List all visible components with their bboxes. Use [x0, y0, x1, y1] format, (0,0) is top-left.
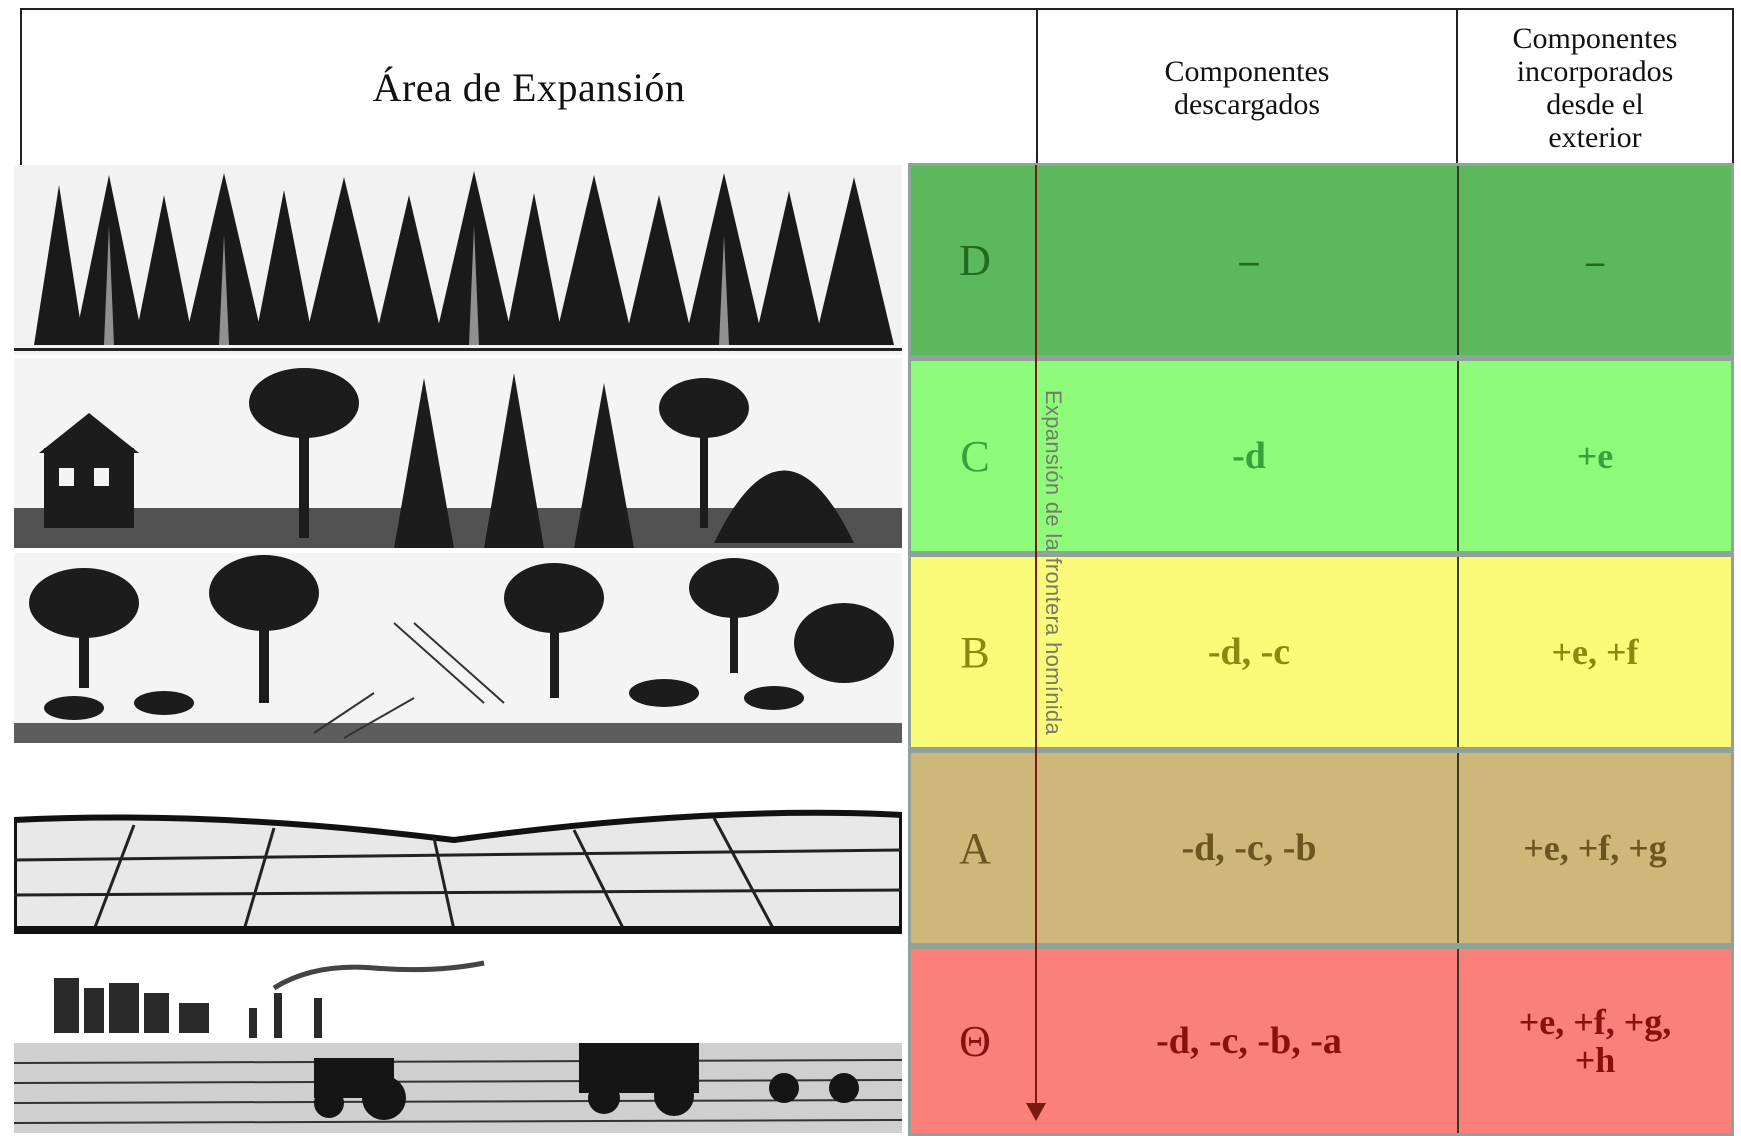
row-theta-discarded: -d, -c, -b, -a [1156, 1020, 1342, 1062]
row-d: D – – [908, 163, 1734, 358]
area-header: Área de Expansión [20, 8, 1038, 165]
arrow-down-icon [1026, 1103, 1046, 1121]
incorporated-header-label: Componentes incorporados desde el exteri… [1512, 21, 1678, 154]
column-divider [1457, 557, 1459, 747]
incorporated-header: Componentes incorporados desde el exteri… [1456, 8, 1734, 165]
row-b-letter: B [960, 627, 990, 677]
row-a-letter: A [959, 823, 991, 873]
expansion-arrow-label: Expansión de la frontera homínida [1041, 390, 1066, 736]
row-theta-letter: Θ [959, 1016, 991, 1066]
row-d-discarded: – [1239, 239, 1259, 282]
row-d-letter: D [959, 236, 991, 285]
area-header-label: Área de Expansión [372, 65, 686, 110]
fields-panel [14, 750, 902, 940]
row-b-discarded: -d, -c [1207, 631, 1291, 673]
row-a-incorporated: +e, +f, +g [1523, 828, 1667, 868]
column-divider [1457, 361, 1459, 551]
pasture-panel [14, 553, 902, 743]
row-b: B -d, -c +e, +f [908, 554, 1734, 750]
discarded-header: Componentes descargados [1036, 8, 1458, 165]
row-c: C -d +e [908, 358, 1734, 554]
row-c-incorporated: +e [1576, 436, 1614, 476]
column-divider [1457, 949, 1459, 1133]
discarded-header-label: Componentes descargados [1164, 54, 1330, 121]
row-b-incorporated: +e, +f [1551, 632, 1639, 672]
row-a-discarded: -d, -c, -b [1181, 827, 1317, 869]
row-c-discarded: -d [1232, 435, 1266, 477]
column-divider [1457, 753, 1459, 943]
row-d-incorporated: – [1586, 240, 1604, 281]
column-divider [1457, 166, 1459, 355]
row-a: A -d, -c, -b +e, +f, +g [908, 750, 1734, 946]
row-theta-incorporated: +e, +f, +g, +h [1518, 1002, 1672, 1080]
row-c-letter: C [960, 431, 990, 481]
clearing-panel [14, 358, 902, 548]
expansion-arrow-line [1035, 165, 1037, 1105]
industrial-panel [14, 948, 902, 1133]
forest-panel [14, 165, 902, 355]
